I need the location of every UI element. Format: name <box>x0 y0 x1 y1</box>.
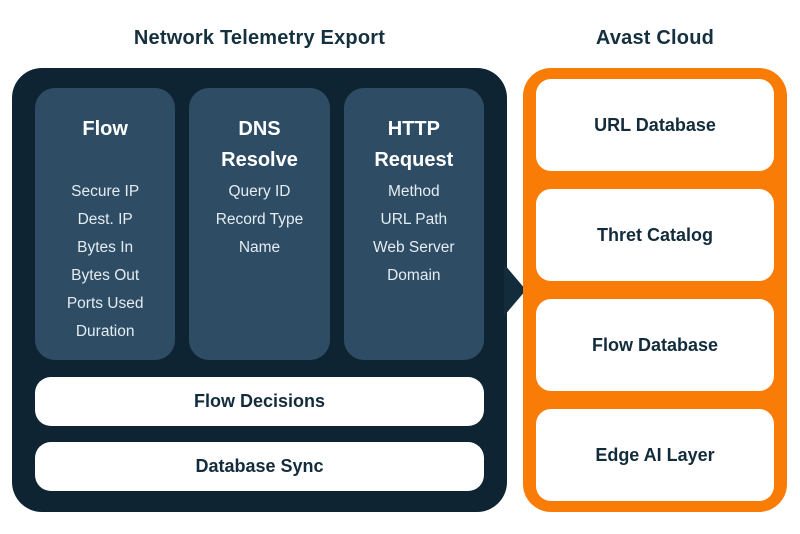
telemetry-panel: Flow Secure IP Dest. IP Bytes In Bytes O… <box>12 68 526 512</box>
column-title: Flow <box>82 118 128 140</box>
cloud-box-label: Thret Catalog <box>596 224 713 245</box>
column-item: URL Path <box>380 211 448 228</box>
column-item: Bytes In <box>77 239 134 256</box>
cloud-title: Avast Cloud <box>595 27 715 49</box>
cloud-box-url-database: URL Database <box>536 79 774 171</box>
cloud-box-edge-ai-layer: Edge AI Layer <box>536 409 774 501</box>
column-title: DNS Resolve <box>221 118 298 171</box>
cloud-box-label: URL Database <box>594 114 716 135</box>
column-item-list: Query ID Record Type Name <box>199 178 319 262</box>
column-flow: Flow Secure IP Dest. IP Bytes In Bytes O… <box>35 88 176 360</box>
column-item-list: Secure IP Dest. IP Bytes In Bytes Out Po… <box>45 178 165 346</box>
column-item: Record Type <box>215 211 304 228</box>
column-item: Query ID <box>228 183 291 200</box>
column-http-request: HTTP Request Method URL Path Web Server … <box>343 88 484 360</box>
telemetry-export-title: Network Telemetry Export <box>133 27 386 49</box>
column-item-list: Method URL Path Web Server Domain <box>354 178 474 290</box>
cloud-box-flow-database: Flow Database <box>536 299 774 391</box>
column-item: Name <box>238 239 281 256</box>
cloud-box-thret-catalog: Thret Catalog <box>536 189 774 281</box>
column-title: HTTP Request <box>374 118 454 171</box>
column-item: Method <box>387 183 440 200</box>
bar-label: Database Sync <box>195 456 324 476</box>
cloud-box-label: Edge AI Layer <box>595 444 715 465</box>
column-item: Dest. IP <box>77 211 133 228</box>
column-item: Duration <box>75 323 135 340</box>
column-item: Ports Used <box>66 295 144 312</box>
flow-decisions-bar: Flow Decisions <box>35 377 484 426</box>
column-item: Secure IP <box>71 183 140 200</box>
cloud-box-label: Flow Database <box>591 334 719 355</box>
column-item: Web Server Domain <box>373 239 455 284</box>
telemetry-columns: Flow Secure IP Dest. IP Bytes In Bytes O… <box>35 88 484 360</box>
cloud-panel: URL Database Thret Catalog Flow Database… <box>523 68 787 512</box>
database-sync-bar: Database Sync <box>35 442 484 491</box>
bar-label: Flow Decisions <box>193 391 326 411</box>
column-item: Bytes Out <box>71 267 140 284</box>
column-dns-resolve: DNS Resolve Query ID Record Type Name <box>189 88 330 360</box>
